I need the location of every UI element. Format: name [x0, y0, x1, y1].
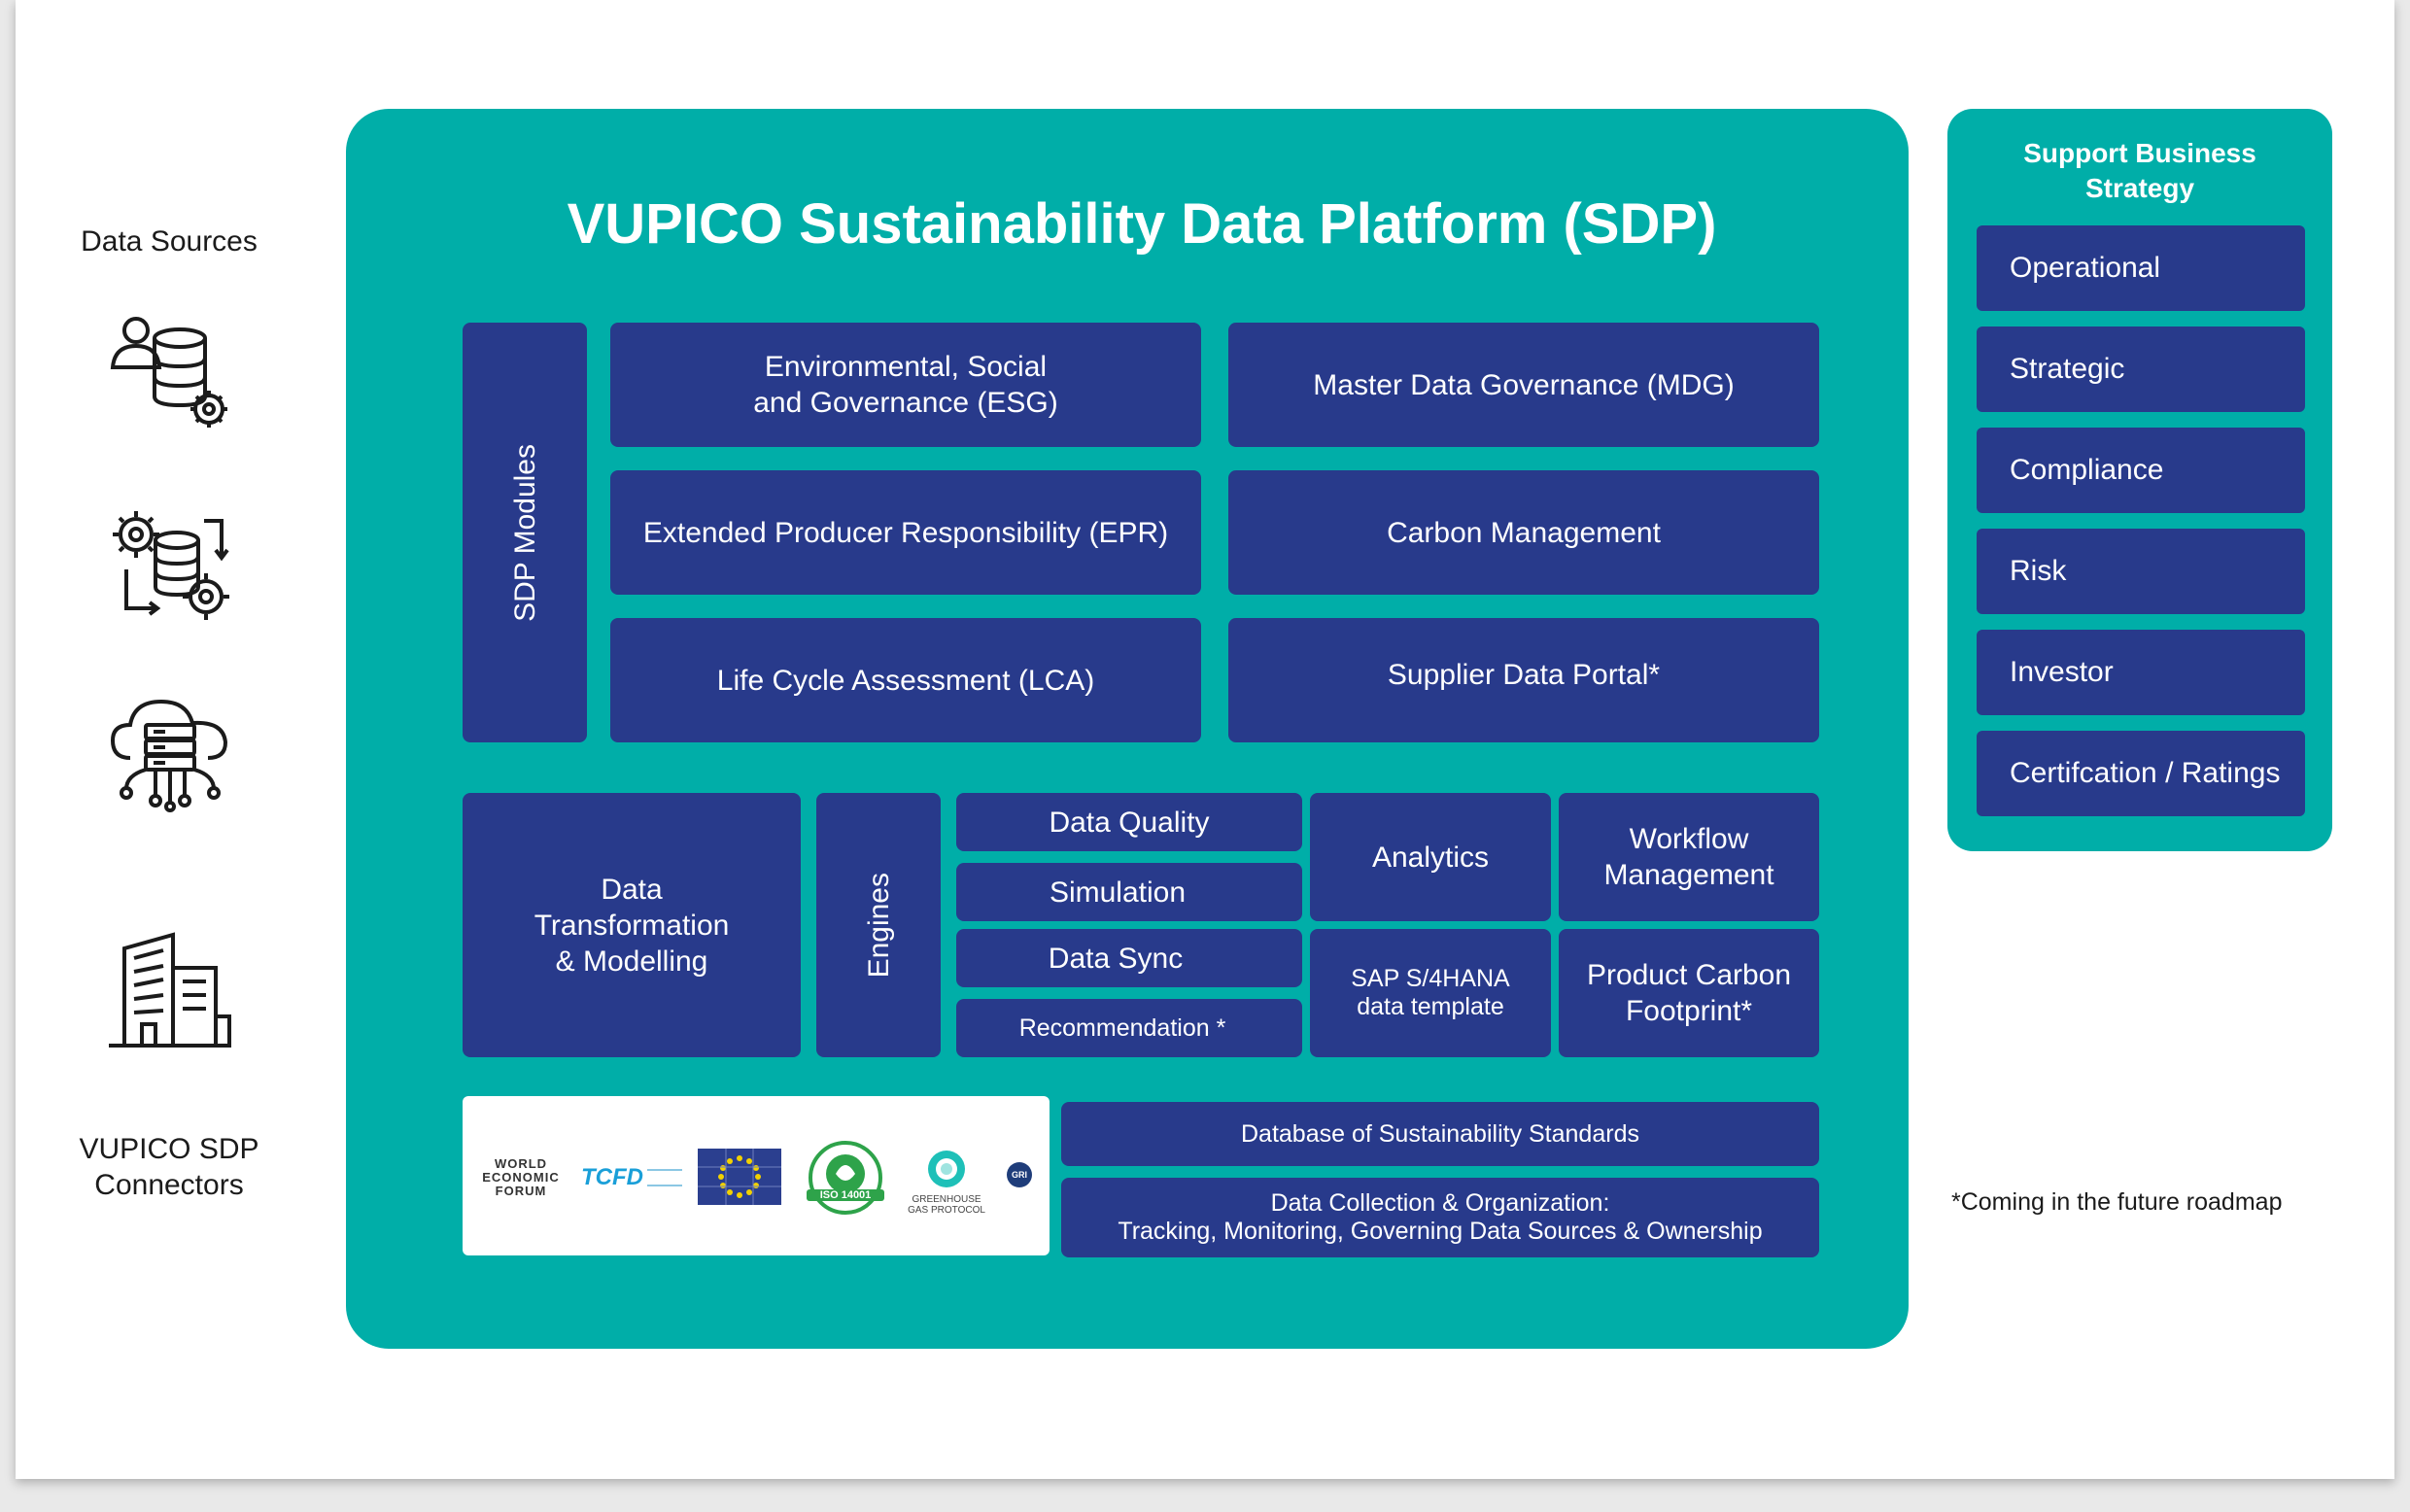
- analytics-box[interactable]: Analytics: [1310, 793, 1551, 921]
- office-buildings-icon: [109, 932, 231, 1048]
- data-transformation-box[interactable]: Data Transformation & Modelling: [463, 793, 801, 1057]
- eu-flag-logo: [698, 1149, 781, 1205]
- engine-data-sync[interactable]: Data Sync: [956, 929, 1302, 987]
- module-lca[interactable]: Life Cycle Assessment (LCA): [610, 618, 1201, 742]
- module-carbon-management[interactable]: Carbon Management: [1228, 470, 1819, 595]
- strategy-certification-ratings[interactable]: Certifcation / Ratings: [1977, 731, 2305, 816]
- footnote: *Coming in the future roadmap: [1951, 1188, 2283, 1216]
- gri-logo: GRI: [1007, 1162, 1032, 1187]
- data-collection-organization[interactable]: Data Collection & Organization: Tracking…: [1061, 1178, 1819, 1257]
- cloud-server-network-icon: [110, 699, 228, 812]
- sdp-modules-label: SDP Modules: [463, 323, 587, 742]
- strategy-risk[interactable]: Risk: [1977, 529, 2305, 614]
- connectors-label: VUPICO SDP Connectors: [79, 1133, 259, 1201]
- ghg-protocol-logo: GREENHOUSE GAS PROTOCOL: [900, 1143, 993, 1220]
- data-sync-gears-icon: [113, 511, 229, 620]
- workflow-management-box[interactable]: Workflow Management: [1559, 793, 1819, 921]
- data-sources-label: Data Sources: [81, 225, 258, 258]
- iso-14001-logo: ISO 14001: [807, 1139, 884, 1217]
- wef-logo: WORLD ECONOMIC FORUM: [482, 1156, 560, 1198]
- module-epr[interactable]: Extended Producer Responsibility (EPR): [610, 470, 1201, 595]
- strategy-strategic[interactable]: Strategic: [1977, 326, 2305, 412]
- module-supplier-data-portal[interactable]: Supplier Data Portal*: [1228, 618, 1819, 742]
- database-of-sustainability-standards[interactable]: Database of Sustainability Standards: [1061, 1102, 1819, 1166]
- platform-title: VUPICO Sustainability Data Platform (SDP…: [567, 192, 1717, 256]
- support-strategy-title: Support Business Strategy: [2023, 138, 2256, 203]
- strategy-compliance[interactable]: Compliance: [1977, 428, 2305, 513]
- sap-data-template-box[interactable]: SAP S/4HANA data template: [1310, 929, 1551, 1057]
- user-database-gear-icon: [110, 317, 227, 428]
- strategy-investor[interactable]: Investor: [1977, 630, 2305, 715]
- engine-simulation[interactable]: Simulation: [956, 863, 1302, 921]
- engines-label: Engines: [816, 793, 941, 1057]
- engine-recommendation[interactable]: Recommendation *: [956, 999, 1302, 1057]
- strategy-operational[interactable]: Operational: [1977, 225, 2305, 311]
- tcfd-logo: TCFD: [575, 1156, 688, 1199]
- module-esg[interactable]: Environmental, Social and Governance (ES…: [610, 323, 1201, 447]
- module-mdg[interactable]: Master Data Governance (MDG): [1228, 323, 1819, 447]
- product-carbon-footprint-box[interactable]: Product Carbon Footprint*: [1559, 929, 1819, 1057]
- engine-data-quality[interactable]: Data Quality: [956, 793, 1302, 851]
